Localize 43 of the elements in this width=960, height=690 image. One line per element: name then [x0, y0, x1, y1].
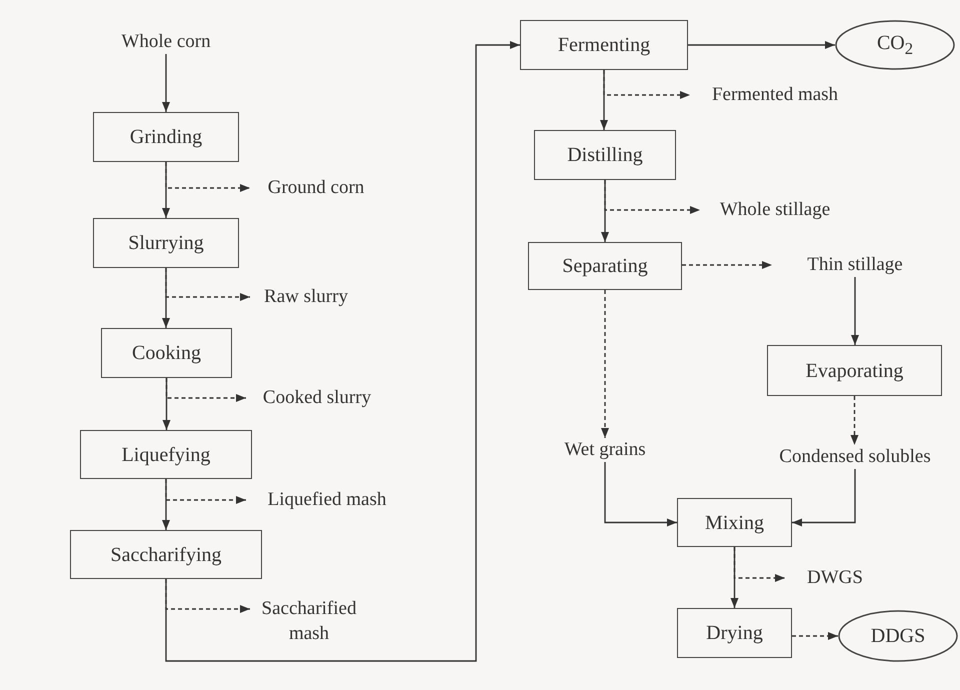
arrow [162, 54, 170, 112]
dashed-arrow [682, 261, 772, 269]
process-box: Drying [677, 608, 792, 658]
process-box: Liquefying [80, 430, 252, 479]
arrow [604, 462, 677, 526]
dashed-arrow [604, 180, 700, 214]
product-label: Whole corn [108, 30, 224, 54]
dashed-arrow [850, 396, 858, 445]
product-label: Liquefied mash [246, 488, 408, 512]
process-box: Cooking [101, 328, 232, 378]
process-box: Saccharifying [70, 530, 262, 579]
dashed-arrow [734, 547, 785, 582]
output-ellipse: CO$_{2}$ [835, 20, 955, 70]
product-label: Fermented mash [690, 83, 860, 107]
dashed-arrow [603, 70, 690, 99]
dashed-arrow [601, 290, 609, 438]
dashed-arrow [166, 378, 246, 402]
dashed-arrow [792, 632, 838, 640]
process-box: Fermenting [520, 20, 688, 70]
product-label: DWGS [785, 566, 885, 590]
process-box: Mixing [677, 498, 792, 547]
process-box: Evaporating [767, 345, 942, 396]
output-ellipse: DDGS [838, 610, 958, 662]
arrow [851, 277, 859, 345]
product-label: Condensed solubles [755, 445, 955, 469]
dashed-arrow [165, 479, 246, 504]
dashed-arrow [165, 162, 250, 192]
arrow [792, 469, 856, 526]
product-label: Ground corn [250, 176, 382, 200]
product-label: Cooked slurry [246, 386, 388, 410]
product-label: Whole stillage [700, 198, 850, 222]
dashed-arrow [165, 579, 250, 613]
process-box: Separating [528, 242, 682, 290]
product-label: Wet grains [548, 438, 662, 462]
product-label: Thin stillage [772, 253, 938, 277]
product-label: Raw slurry [250, 285, 362, 309]
process-box: Grinding [93, 112, 239, 162]
dashed-arrow [165, 268, 250, 301]
process-box: Distilling [534, 130, 676, 180]
arrow [688, 41, 835, 49]
product-label: Saccharified mash [250, 595, 368, 649]
process-box: Slurrying [93, 218, 239, 268]
arrow [165, 41, 520, 662]
